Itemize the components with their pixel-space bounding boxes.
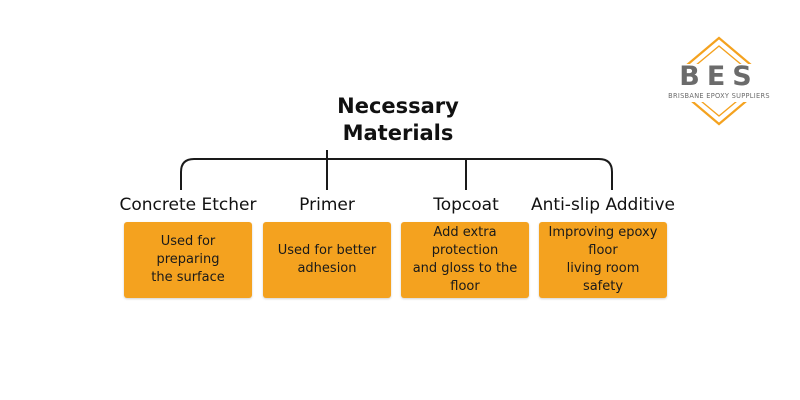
bracket-line [180,158,613,190]
category-label-topcoat: Topcoat [433,195,499,215]
logo-tagline: BRISBANE EPOXY SUPPLIERS [668,92,770,100]
card-topcoat: Add extra protection and gloss to the fl… [401,222,529,298]
card-line: the surface [151,270,225,285]
card-text: Improving epoxy floor living room safety [549,224,658,296]
diagram-title: Necessary Materials [298,93,498,147]
card-anti-slip-additive: Improving epoxy floor living room safety [539,222,667,298]
card-line: Add extra [433,225,497,240]
category-label-concrete-etcher: Concrete Etcher [119,195,257,215]
card-line: Used for [160,234,216,249]
title-line-1: Necessary [337,94,459,118]
card-line: floor [450,279,480,294]
card-concrete-etcher: Used for preparing the surface [124,222,252,298]
card-primer: Used for better adhesion [263,222,391,298]
card-line: living room [566,261,640,276]
logo-wordmark: BES [679,61,759,92]
card-line: protection [431,243,499,258]
card-line: Improving epoxy [548,225,658,240]
brand-logo: BES BRISBANE EPOXY SUPPLIERS [660,36,778,126]
card-line: safety [582,279,624,294]
card-line: adhesion [297,261,357,276]
card-text: Used for preparing the surface [151,233,225,287]
category-label-primer: Primer [299,195,355,215]
card-line: and gloss to the [412,261,518,276]
card-text: Add extra protection and gloss to the fl… [413,224,518,296]
logo-diamond-icon [666,36,772,126]
title-line-2: Materials [342,121,454,145]
card-line: Used for better [277,243,377,258]
card-text: Used for better adhesion [278,242,376,278]
card-line: preparing [156,252,220,267]
category-label-anti-slip-additive: Anti-slip Additive [531,195,675,215]
card-line: floor [588,243,618,258]
